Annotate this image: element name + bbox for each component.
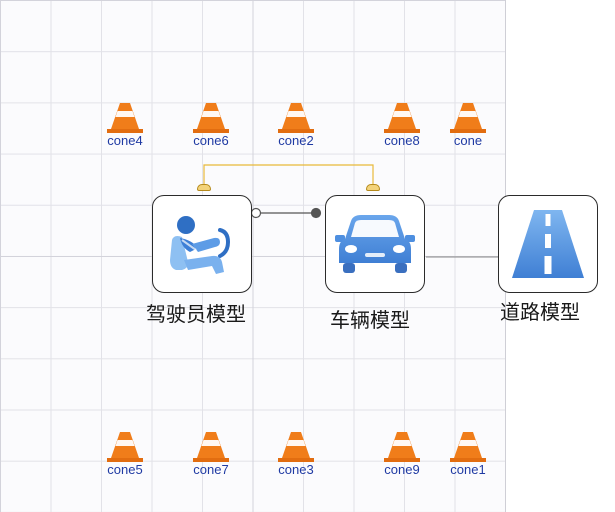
cone-label: cone3	[278, 462, 314, 477]
traffic-cone-icon	[384, 103, 420, 133]
cone-cone[interactable]: cone	[438, 102, 498, 148]
cone-label: cone4	[107, 133, 143, 148]
cone-cone4[interactable]: cone4	[95, 102, 155, 148]
cone-cone3[interactable]: cone3	[266, 431, 326, 477]
vehicle-model-block[interactable]	[325, 195, 425, 293]
driver-output-port[interactable]	[250, 207, 262, 219]
traffic-cone-icon	[107, 103, 143, 133]
connection-layer	[203, 164, 498, 258]
traffic-cone-icon	[450, 432, 486, 462]
car-icon	[335, 215, 415, 273]
cone-cone8[interactable]: cone8	[372, 102, 432, 148]
road-model-label: 道路模型	[500, 300, 580, 324]
cone-label: cone7	[193, 462, 229, 477]
road-model-block[interactable]	[498, 195, 598, 293]
cone-label: cone1	[450, 462, 486, 477]
vehicle-input-port[interactable]	[310, 207, 322, 219]
cone-label: cone5	[107, 462, 143, 477]
cone-cone1[interactable]: cone1	[438, 431, 498, 477]
cone-label: cone8	[384, 133, 420, 148]
traffic-cone-icon	[107, 432, 143, 462]
traffic-cone-icon	[450, 103, 486, 133]
traffic-cone-icon	[384, 432, 420, 462]
cone-cone2[interactable]: cone2	[266, 102, 326, 148]
vehicle-model-label: 车辆模型	[330, 308, 410, 332]
traffic-cone-icon	[278, 103, 314, 133]
cone-cone7[interactable]: cone7	[181, 431, 241, 477]
driver-bus-port[interactable]	[197, 184, 211, 191]
driver-model-block[interactable]	[152, 195, 252, 293]
cone-label: cone	[453, 133, 483, 148]
diagram-canvas[interactable]: cone4 cone6 cone2 cone8 cone	[0, 0, 506, 512]
bus-connection[interactable]	[203, 164, 374, 186]
cone-label: cone6	[193, 133, 229, 148]
driver-seat-icon	[170, 216, 231, 274]
cone-label: cone9	[384, 462, 420, 477]
cone-label: cone2	[278, 133, 314, 148]
traffic-cone-icon	[193, 432, 229, 462]
cone-cone6[interactable]: cone6	[181, 102, 241, 148]
cone-cone5[interactable]: cone5	[95, 431, 155, 477]
cone-cone9[interactable]: cone9	[372, 431, 432, 477]
road-icon	[512, 210, 584, 278]
traffic-cone-icon	[278, 432, 314, 462]
traffic-cone-icon	[193, 103, 229, 133]
vehicle-bus-port[interactable]	[366, 184, 380, 191]
driver-model-label: 驾驶员模型	[146, 302, 246, 326]
